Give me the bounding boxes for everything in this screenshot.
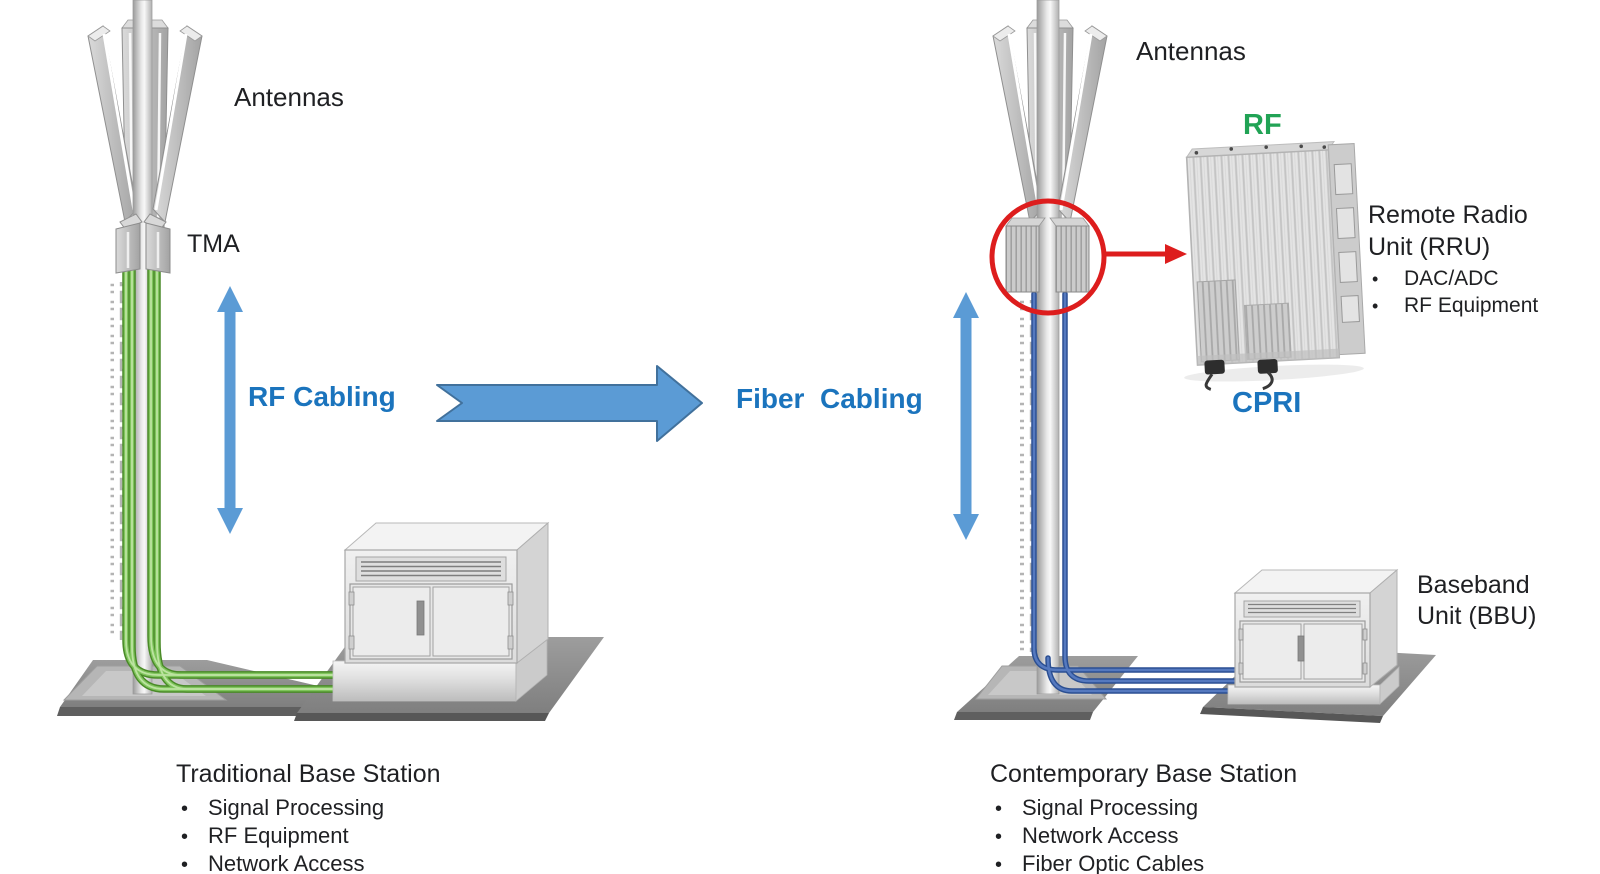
list-item: • RF Equipment — [176, 823, 441, 851]
left-station-bullet-0: Signal Processing — [208, 795, 385, 820]
bbu-callout: Baseband Unit (BBU) — [1417, 570, 1536, 632]
left-station-bullet-list: • Signal Processing • RF Equipment • Networ… — [176, 795, 441, 874]
transition-arrow — [436, 365, 703, 442]
list-item: • Signal Processing — [990, 795, 1297, 823]
bbu-hinges — [1238, 628, 1368, 675]
bullet-icon: • — [995, 854, 1003, 874]
left-station-bullet-2: Network Access — [208, 851, 365, 874]
rru-callout: Remote Radio Unit (RRU) • DAC/ADC • RF Equ… — [1368, 199, 1538, 321]
bullet-icon: • — [1372, 269, 1379, 289]
right-tower-pole — [1036, 0, 1060, 695]
tower-rru-unit — [1005, 217, 1090, 293]
left-cabinet-handle — [416, 600, 425, 636]
right-station-bullet-0: Signal Processing — [1022, 795, 1199, 820]
bullet-icon: • — [995, 798, 1003, 820]
rru-title-line2: Unit (RRU) — [1368, 233, 1491, 261]
callout-arrow — [1103, 244, 1187, 264]
right-distance-arrow — [953, 292, 979, 540]
bullet-icon: • — [181, 854, 189, 874]
right-station-bullet-1: Network Access — [1022, 823, 1179, 848]
bbu-handle — [1297, 635, 1305, 662]
left-distance-arrow — [217, 286, 243, 534]
left-cabinet-hinges — [348, 591, 514, 650]
rru-bullet-1: RF Equipment — [1404, 294, 1539, 317]
rf-cabling-label: RF Cabling — [248, 381, 396, 412]
bullet-icon: • — [181, 826, 189, 848]
list-item: • RF Equipment — [1368, 294, 1538, 321]
list-item: • Signal Processing — [176, 795, 441, 823]
rru-title-line1: Remote Radio — [1368, 201, 1528, 229]
list-item: • Network Access — [176, 851, 441, 874]
rf-label: RF — [1243, 109, 1282, 141]
bullet-icon: • — [1372, 296, 1379, 316]
right-station-title: Contemporary Base Station — [990, 760, 1298, 788]
bullet-icon: • — [181, 798, 189, 820]
bullet-icon: • — [995, 826, 1003, 848]
rru-bullet-0: DAC/ADC — [1404, 267, 1499, 290]
bbu-cabinet — [1227, 568, 1400, 705]
left-station-bullet-1: RF Equipment — [208, 823, 349, 848]
list-item: • Network Access — [990, 823, 1297, 851]
left-cable-ladder — [110, 282, 124, 640]
left-cabinet-vent — [355, 556, 507, 582]
right-cable-ladder — [1020, 300, 1033, 652]
rru-bullet-list: • DAC/ADC • RF Equipment — [1368, 267, 1538, 321]
bbu-title-line2: Unit (BBU) — [1417, 602, 1537, 630]
right-station-bullet-list: • Signal Processing • Network Access • Fibe… — [990, 795, 1297, 874]
right-station-block: Contemporary Base Station • Signal Proces… — [990, 760, 1297, 874]
left-tma-unit — [115, 213, 171, 274]
bbu-title-line1: Baseband — [1417, 571, 1530, 599]
left-rf-cables — [122, 260, 351, 693]
left-cabinet — [332, 521, 550, 702]
right-fiber-cables — [1031, 291, 1241, 694]
cpri-label: CPRI — [1232, 387, 1302, 419]
right-antennas-label: Antennas — [1136, 36, 1246, 66]
zoom-circle — [989, 198, 1107, 316]
left-station-title: Traditional Base Station — [176, 760, 441, 788]
tma-label: TMA — [187, 230, 240, 258]
left-station-block: Traditional Base Station • Signal Process… — [176, 760, 441, 874]
list-item: • DAC/ADC — [1368, 267, 1538, 294]
left-antennas-label: Antennas — [234, 82, 344, 112]
fiber-cabling-label: Fiber Cabling — [736, 383, 923, 414]
right-station-bullet-2: Fiber Optic Cables — [1022, 851, 1205, 874]
list-item: • Fiber Optic Cables — [990, 851, 1297, 874]
rru-photo — [1184, 141, 1366, 391]
